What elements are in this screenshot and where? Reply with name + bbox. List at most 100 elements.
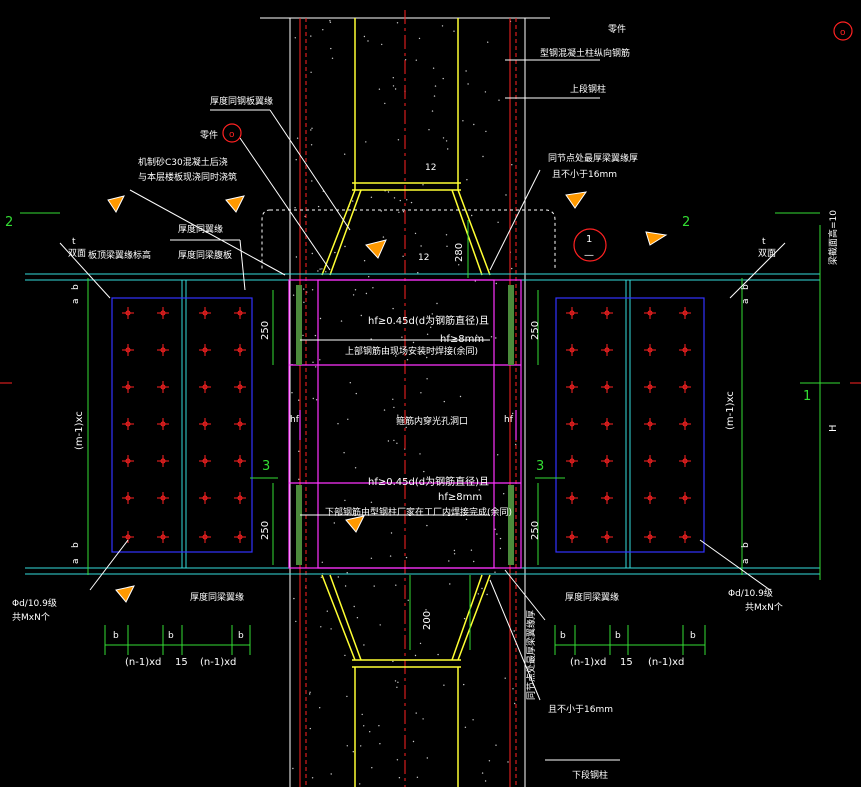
hatch-dot [292, 767, 294, 770]
label-section-steel-rebar: 型钢混凝土柱纵向钢筋 [540, 47, 630, 59]
hatch-dot [487, 41, 489, 43]
hatch-dot [415, 712, 417, 714]
hatch-dot [298, 399, 300, 401]
hatch-dot [442, 77, 444, 80]
bolt-mark [199, 307, 211, 319]
hatch-dot [422, 184, 424, 186]
label-nxd-right: (n-1)xd [570, 657, 606, 668]
hatch-dot [445, 234, 448, 236]
label-dim-250-lower-r: 250 [530, 521, 541, 540]
hatch-dot [295, 159, 297, 161]
bolt-mark [566, 418, 578, 430]
hatch-dot [426, 524, 428, 527]
hatch-dot [329, 20, 331, 22]
label-flange-bottom-left: 厚度同梁翼缘 [190, 591, 244, 603]
hatch-dot [337, 576, 339, 578]
edge-letter: a [71, 298, 81, 304]
hatch-dot [295, 620, 297, 623]
label-mid-note: 箍筋内穿光孔洞口 [396, 415, 468, 427]
bolt-mark [199, 492, 211, 504]
hatch-dot [402, 255, 404, 257]
label-bolt-right-a: Φd/10.9级 [728, 587, 773, 599]
hatch-dot [361, 713, 363, 716]
hatch-dot [346, 695, 348, 698]
hatch-dot [321, 268, 323, 270]
label-stiffener-low-a: 同节点处最厚梁翼缘厚 [525, 610, 537, 700]
hatch-dot [310, 144, 313, 146]
hatch-dot [320, 626, 322, 628]
hatch-dot [498, 99, 500, 101]
hatch-dot [325, 271, 327, 273]
hatch-dot [475, 334, 478, 336]
hatch-dot [512, 688, 514, 690]
hatch-dot [397, 414, 399, 416]
hatch-dot [481, 772, 484, 774]
hatch-dot [442, 137, 445, 139]
hatch-dot [410, 201, 413, 204]
hatch-dot [453, 30, 455, 32]
hatch-dot [393, 197, 396, 199]
dim-b-label: b [113, 631, 119, 641]
hatch-dot [499, 547, 502, 550]
hatch-dot [428, 129, 430, 131]
hatch-dot [315, 399, 318, 401]
label-equal-thickness-flange: 厚度同钢板翼缘 [210, 95, 273, 107]
hatch-dot [363, 644, 365, 646]
hatch-dot [414, 232, 417, 235]
hatch-dot [349, 382, 351, 384]
hatch-dot [402, 211, 405, 213]
hatch-dot [378, 725, 380, 727]
bolt-mark [234, 492, 246, 504]
bolt-mark [157, 531, 169, 543]
hatch-dot [330, 628, 332, 630]
splice-plates [111, 297, 705, 553]
hatch-dot [406, 359, 409, 361]
hatch-dot [363, 35, 366, 38]
bolt-mark [157, 455, 169, 467]
hatch-dot [465, 70, 467, 72]
hatch-dot [380, 210, 382, 212]
hatch-dot [319, 707, 321, 709]
hatch-dot [372, 287, 374, 289]
label-bolt-left-a: Φd/10.9级 [12, 597, 57, 609]
hatch-dot [494, 571, 496, 573]
bolt-mark [601, 307, 613, 319]
bolt-mark [644, 492, 656, 504]
hatch-dot [370, 501, 373, 503]
bolt-mark [199, 381, 211, 393]
hatch-dot [370, 557, 373, 559]
hatch-dot [513, 630, 515, 632]
hatch-dot [359, 783, 361, 785]
hatch-dot [373, 585, 375, 587]
hatch-dot [309, 693, 311, 695]
label-section-1-bottom: — [584, 250, 594, 261]
hatch-dot [471, 214, 473, 217]
label-circle-o-right: o [840, 28, 846, 38]
bolt-mark [566, 531, 578, 543]
hatch-dot [317, 270, 319, 272]
hatch-dot [423, 470, 425, 473]
hatch-dot [319, 359, 321, 361]
bolt-mark [157, 492, 169, 504]
hatch-dot [401, 336, 403, 338]
label-parts2: 零件 [200, 129, 218, 141]
hatch-dot [302, 334, 304, 337]
hatch-dot [465, 518, 468, 521]
hatch-dot [326, 610, 328, 612]
hatch-dot [453, 553, 456, 555]
hatch-dot [472, 719, 474, 721]
hatch-dot [441, 25, 444, 27]
bolt-mark [122, 307, 134, 319]
label-t-left: t [72, 237, 76, 247]
label-dim-280-top: 280 [454, 243, 465, 262]
hatch-dot [354, 289, 357, 291]
hatch-dot [310, 71, 312, 74]
hatch-dot [470, 549, 473, 551]
hatch-dot [495, 744, 497, 746]
label-weld-upper-a: hf≥0.45d(d为钢筋直径)且 [368, 314, 489, 327]
bolt-mark [199, 418, 211, 430]
bolt-mark [566, 455, 578, 467]
stiffener-hatches [296, 285, 514, 565]
hatch-dot [398, 777, 401, 779]
